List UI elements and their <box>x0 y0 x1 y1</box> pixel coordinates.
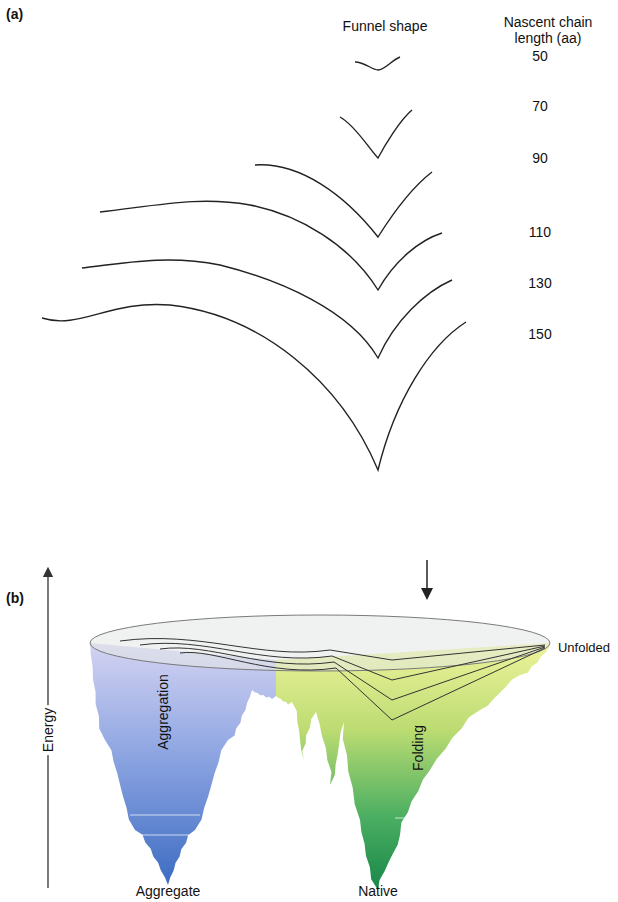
panel-letter: (a) <box>6 6 23 22</box>
chain-length: 110 <box>529 224 551 240</box>
contour-lines <box>120 639 545 720</box>
unfolded-arrow <box>421 560 433 600</box>
region-label: Aggregation <box>155 674 171 750</box>
chain-length: 50 <box>532 48 548 64</box>
folding-funnel <box>276 643 550 890</box>
chain-length: 130 <box>528 275 551 291</box>
chain-length: 90 <box>532 150 548 166</box>
state-label: Native <box>358 883 398 899</box>
state-label: Aggregate <box>136 883 201 899</box>
funnel-curves <box>42 57 466 470</box>
level-marks <box>130 728 490 835</box>
chain-length: 70 <box>532 98 548 114</box>
aggregation-funnel <box>90 643 276 885</box>
axis-label: Energy <box>40 705 56 755</box>
panel-letter: (b) <box>6 590 24 606</box>
region-label: Folding <box>410 725 426 771</box>
funnel-heading: Funnel shape <box>343 18 428 34</box>
axis-heading: Nascent chain length (aa) <box>484 14 612 46</box>
state-label: Unfolded <box>558 641 610 656</box>
chain-length: 150 <box>528 326 551 342</box>
energy-landscape <box>90 643 550 890</box>
